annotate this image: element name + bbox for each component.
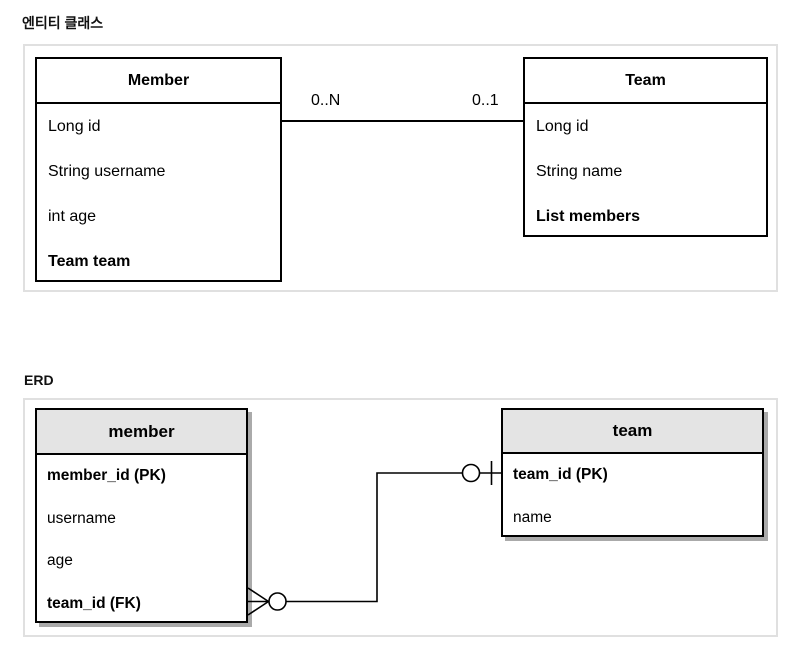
member-table: member member_id (PK) username age team_… bbox=[35, 408, 248, 623]
class-attribute-row: Long id bbox=[536, 117, 589, 135]
class-attribute-row: String name bbox=[536, 162, 623, 180]
table-column-row: username bbox=[47, 509, 116, 527]
table-column-row: age bbox=[47, 552, 73, 570]
team-table-header: team bbox=[503, 410, 762, 454]
table-column-row: name bbox=[513, 508, 552, 526]
entity-section-title: 엔티티 클래스 bbox=[22, 15, 104, 31]
team-table: team team_id (PK) name bbox=[501, 408, 764, 537]
erd-section-title: ERD bbox=[24, 372, 54, 388]
association-line bbox=[282, 120, 523, 122]
class-attribute-row: String username bbox=[48, 162, 166, 180]
team-class-header: Team bbox=[525, 59, 766, 104]
class-attribute-row: Long id bbox=[48, 117, 101, 135]
multiplicity-label-many: 0..N bbox=[311, 92, 341, 109]
team-class-box: Team Long id String name List members bbox=[523, 57, 768, 237]
class-attribute-row: Team team bbox=[48, 252, 131, 270]
multiplicity-label-one: 0..1 bbox=[472, 92, 499, 109]
member-table-header: member bbox=[37, 410, 246, 455]
member-class-box: Member Long id String username int age T… bbox=[35, 57, 282, 282]
table-column-row: member_id (PK) bbox=[47, 467, 166, 485]
table-column-row: team_id (FK) bbox=[47, 594, 141, 612]
class-attribute-row: int age bbox=[48, 207, 97, 225]
class-attribute-row: List members bbox=[536, 207, 641, 225]
table-column-row: team_id (PK) bbox=[513, 466, 608, 484]
member-class-header: Member bbox=[37, 59, 280, 104]
